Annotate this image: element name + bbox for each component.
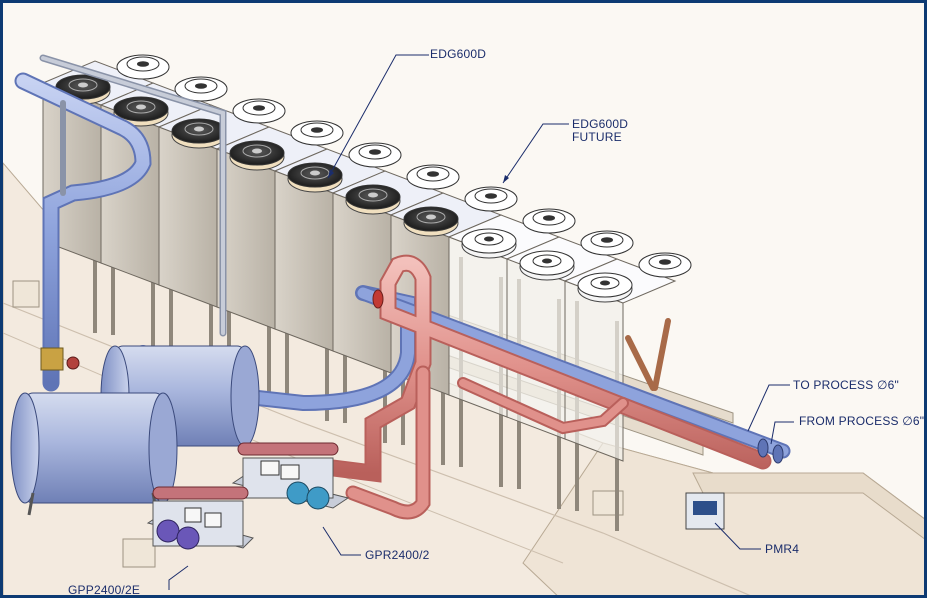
- label-edg600d-future: EDG600D FUTURE: [572, 117, 629, 144]
- label-gpr2400: GPR2400/2: [365, 548, 430, 562]
- control-panel-pmr4: [685, 492, 725, 530]
- buffer-tank-front: [10, 392, 178, 516]
- callout-arrowheads: [328, 169, 509, 183]
- label-pmr4: PMR4: [765, 542, 800, 556]
- plant-drawing: [3, 54, 924, 595]
- dry-cooler-unit: [157, 98, 286, 377]
- pump-skid-gpp2400: [146, 486, 254, 550]
- dry-cooler-unit: [331, 164, 460, 443]
- dry-cooler-array: [41, 54, 692, 531]
- dry-cooler-unit-future: [505, 230, 634, 509]
- dry-cooler-unit: [215, 120, 344, 399]
- return-piping: [324, 254, 772, 520]
- label-edg600d: EDG600D: [430, 47, 487, 61]
- pump-skid-gpr2400: [231, 442, 350, 510]
- label-to-process: TO PROCESS ∅6": [793, 378, 899, 392]
- dry-cooler-unit-future: [447, 208, 576, 487]
- dry-cooler-unit: [273, 142, 402, 421]
- label-from-process: FROM PROCESS ∅6": [799, 414, 925, 428]
- valve-assembly: [40, 347, 80, 371]
- process-pipe-ends: [372, 289, 784, 464]
- callout-leaders: [168, 54, 794, 590]
- label-gpp2400: GPP2400/2E: [68, 583, 141, 597]
